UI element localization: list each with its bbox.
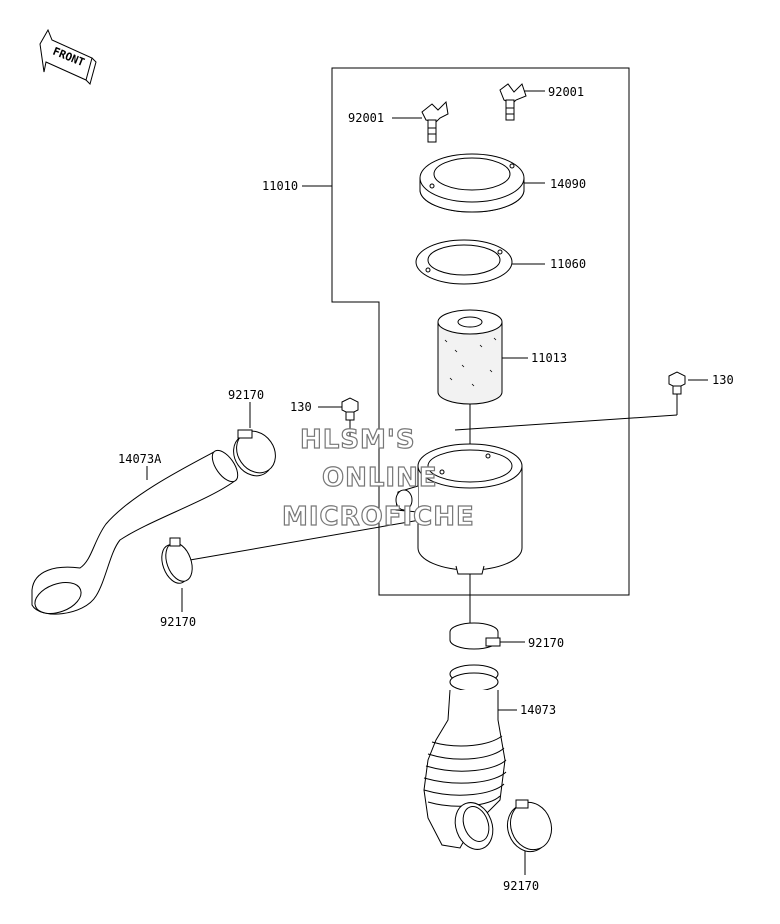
wing-bolt-left <box>421 100 449 143</box>
callout-14073: 14073 <box>520 703 556 717</box>
wing-bolt-right <box>499 83 527 121</box>
callout-11010: 11010 <box>262 179 298 193</box>
bolt-left <box>341 397 359 421</box>
assembly-bracket <box>331 67 630 596</box>
clamp-lower-left <box>161 537 193 584</box>
callout-11060: 11060 <box>550 257 586 271</box>
callout-92170-bottom: 92170 <box>503 879 539 893</box>
callout-92001-right: 92001 <box>548 85 584 99</box>
callout-92170-center: 92170 <box>528 636 564 650</box>
leader-lines <box>146 90 708 875</box>
front-arrow-icon: FRONT <box>39 28 97 85</box>
callout-92170-top-left: 92170 <box>228 388 264 402</box>
duct-lower <box>423 664 507 850</box>
callout-130-left: 130 <box>290 400 312 414</box>
callout-14090: 14090 <box>550 177 586 191</box>
callout-92170-lower-left: 92170 <box>160 615 196 629</box>
gasket-ring <box>415 239 513 285</box>
cover-plate <box>419 153 525 213</box>
clamp-center <box>449 622 501 650</box>
filter-element <box>437 309 503 405</box>
callout-92001-left: 92001 <box>348 111 384 125</box>
watermark-line-1: HLSM'S <box>300 425 416 455</box>
clamp-top-left <box>233 429 276 477</box>
watermark-line-3: MICROFICHE <box>282 502 475 532</box>
callout-11013: 11013 <box>531 351 567 365</box>
watermark-line-2: ONLINE <box>322 463 438 493</box>
watermark: HLSM'S ONLINE MICROFICHE <box>281 424 475 532</box>
callout-130-right: 130 <box>712 373 734 387</box>
air-cleaner-case <box>395 443 523 575</box>
clamp-bottom <box>506 799 553 853</box>
callout-14073A: 14073A <box>118 452 162 466</box>
bolt-right <box>668 371 686 395</box>
duct-upper <box>31 449 239 615</box>
